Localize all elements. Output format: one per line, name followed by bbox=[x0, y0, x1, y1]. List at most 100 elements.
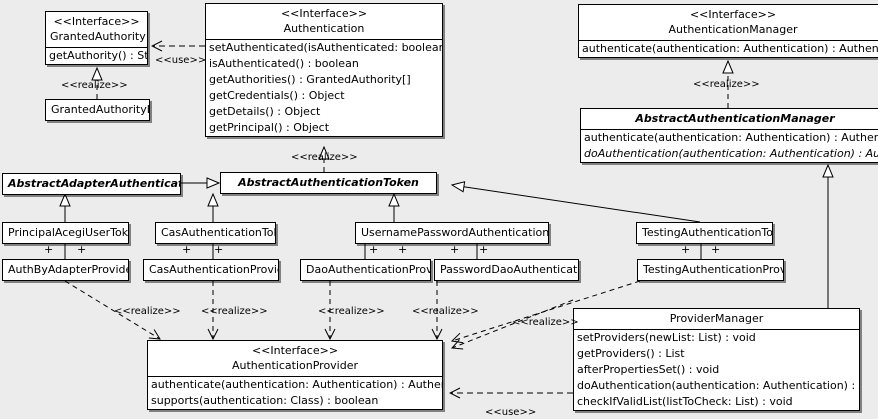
class-header: <<Interface>> GrantedAuthority bbox=[46, 12, 147, 47]
class-password-dao-authentication-provider[interactable]: PasswordDaoAuthenticationProvider bbox=[434, 259, 579, 281]
class-header: AbstractAuthenticationToken bbox=[221, 173, 436, 193]
class-name: DaoAuthenticationProvider bbox=[306, 263, 431, 276]
divider bbox=[148, 376, 442, 377]
association-plus: + bbox=[214, 243, 224, 256]
association-plus: + bbox=[369, 243, 379, 256]
operation: afterPropertiesSet() : void bbox=[577, 363, 720, 376]
class-name: AbstractAdapterAuthenticationToken bbox=[8, 177, 180, 190]
association-plus: + bbox=[398, 243, 408, 256]
divider bbox=[46, 47, 147, 48]
class-header: <<Interface>> AuthenticationProvider bbox=[148, 341, 442, 376]
class-header: PasswordDaoAuthenticationProvider bbox=[435, 260, 578, 280]
class-name: Authentication bbox=[283, 22, 365, 35]
operation: isAuthenticated() : boolean bbox=[209, 57, 359, 70]
stereotype-interface: <<Interface>> bbox=[53, 15, 140, 28]
class-username-password-authentication-token[interactable]: UsernamePasswordAuthenticationToken bbox=[355, 222, 549, 244]
class-header: AuthByAdapterProvider bbox=[3, 260, 128, 280]
stereotype-interface: <<Interface>> bbox=[280, 7, 368, 20]
stereotype-interface: <<Interface>> bbox=[251, 344, 339, 357]
operations-compartment: setProviders(newList: List) : void getPr… bbox=[574, 330, 859, 410]
edge-label-realize-dao-provider: <<realize>> bbox=[318, 306, 385, 317]
class-dao-authentication-provider[interactable]: DaoAuthenticationProvider bbox=[300, 259, 431, 281]
class-abstract-adapter-authentication-token[interactable]: AbstractAdapterAuthenticationToken bbox=[2, 173, 181, 195]
class-name: UsernamePasswordAuthenticationToken bbox=[361, 226, 549, 239]
class-name: AuthenticationProvider bbox=[231, 359, 359, 372]
edge-label-realize-granted-authority-impl: <<realize>> bbox=[61, 80, 128, 91]
operation: getPrincipal() : Object bbox=[209, 121, 330, 134]
operation: doAuthentication(authentication: Authent… bbox=[577, 379, 859, 392]
operation: getDetails() : Object bbox=[209, 105, 321, 118]
edge-label-realize-password-dao-provider: <<realize>> bbox=[412, 306, 479, 317]
operation: checkIfValidList(listToCheck: List) : vo… bbox=[577, 395, 793, 408]
edge-label-realize-cas-provider: <<realize>> bbox=[201, 306, 268, 317]
operations-compartment: authenticate(authentication: Authenticat… bbox=[579, 41, 878, 57]
class-header: GrantedAuthorityImpl bbox=[46, 100, 149, 120]
class-auth-by-adapter-provider[interactable]: AuthByAdapterProvider bbox=[2, 259, 129, 281]
class-name: PrincipalAcegiUserToken bbox=[8, 226, 129, 239]
class-cas-authentication-token[interactable]: CasAuthenticationToken bbox=[155, 222, 276, 244]
association-plus: + bbox=[77, 243, 87, 256]
class-header: ProviderManager bbox=[574, 309, 859, 329]
association-plus: + bbox=[479, 243, 489, 256]
class-authentication-manager[interactable]: <<Interface>> AuthenticationManager auth… bbox=[578, 4, 878, 58]
class-name: AbstractAuthenticationManager bbox=[635, 112, 835, 125]
class-abstract-authentication-token[interactable]: AbstractAuthenticationToken bbox=[220, 172, 437, 194]
operation: setAuthenticated(isAuthenticated: boolea… bbox=[209, 41, 442, 54]
edge-label-use-granted-authority: <<use>> bbox=[155, 55, 207, 66]
operations-compartment: setAuthenticated(isAuthenticated: boolea… bbox=[206, 40, 442, 136]
divider bbox=[579, 40, 878, 41]
operation: doAuthentication(authentication: Authent… bbox=[584, 147, 878, 160]
operation: authenticate(authentication: Authenticat… bbox=[582, 42, 878, 55]
edge-label-realize-provider-manager: <<realize>> bbox=[512, 317, 579, 328]
class-name: TestingAuthenticationProvider bbox=[643, 263, 784, 276]
class-name: GrantedAuthority bbox=[50, 30, 146, 43]
class-name: AuthByAdapterProvider bbox=[8, 263, 129, 276]
divider bbox=[574, 329, 859, 330]
class-header: PrincipalAcegiUserToken bbox=[3, 223, 128, 243]
class-provider-manager[interactable]: ProviderManager setProviders(newList: Li… bbox=[573, 308, 860, 411]
operations-compartment: authenticate(authentication: Authenticat… bbox=[581, 130, 878, 162]
operation: setProviders(newList: List) : void bbox=[577, 331, 756, 344]
class-name: GrantedAuthorityImpl bbox=[51, 103, 150, 116]
operation: authenticate(authentication: Authenticat… bbox=[151, 378, 442, 391]
class-header: <<Interface>> AuthenticationManager bbox=[579, 5, 878, 40]
operation: getProviders() : List bbox=[577, 347, 685, 360]
divider bbox=[206, 39, 442, 40]
class-header: TestingAuthenticationProvider bbox=[638, 260, 783, 280]
edge-label-realize-authentication-token: <<realize>> bbox=[291, 152, 358, 163]
association-plus: + bbox=[681, 243, 691, 256]
class-authentication-provider[interactable]: <<Interface>> AuthenticationProvider aut… bbox=[147, 340, 443, 410]
class-name: ProviderManager bbox=[669, 312, 764, 325]
association-plus: + bbox=[711, 243, 721, 256]
class-header: CasAuthenticationToken bbox=[156, 223, 275, 243]
operation: getAuthorities() : GrantedAuthority[] bbox=[209, 73, 411, 86]
operation: supports(authentication: Class) : boolea… bbox=[151, 394, 379, 407]
class-testing-authentication-provider[interactable]: TestingAuthenticationProvider bbox=[637, 259, 784, 281]
class-name: TestingAuthenticationToken bbox=[642, 226, 773, 239]
class-testing-authentication-token[interactable]: TestingAuthenticationToken bbox=[636, 222, 773, 244]
operation: getAuthority() : String bbox=[49, 49, 147, 62]
class-cas-authentication-provider[interactable]: CasAuthenticationProvider bbox=[143, 259, 279, 281]
operations-compartment: getAuthority() : String bbox=[46, 48, 147, 64]
class-authentication[interactable]: <<Interface>> Authentication setAuthenti… bbox=[205, 3, 443, 137]
class-name: AuthenticationManager bbox=[668, 23, 798, 36]
edge-label-realize-authentication-manager: <<realize>> bbox=[693, 79, 760, 90]
class-header: CasAuthenticationProvider bbox=[144, 260, 278, 280]
class-name: AbstractAuthenticationToken bbox=[238, 176, 419, 189]
stereotype-interface: <<Interface>> bbox=[689, 8, 777, 21]
class-name: CasAuthenticationProvider bbox=[149, 263, 278, 276]
class-abstract-authentication-manager[interactable]: AbstractAuthenticationManager authentica… bbox=[580, 108, 878, 163]
operation: authenticate(authentication: Authenticat… bbox=[584, 131, 878, 144]
edge-label-use-provider-manager: <<use>> bbox=[485, 407, 537, 418]
edge-label-realize-auth-by-adapter: <<realize>> bbox=[114, 306, 181, 317]
class-principal-acegi-user-token[interactable]: PrincipalAcegiUserToken bbox=[2, 222, 129, 244]
class-granted-authority[interactable]: <<Interface>> GrantedAuthority getAuthor… bbox=[45, 11, 148, 65]
class-header: <<Interface>> Authentication bbox=[206, 4, 442, 39]
class-header: AbstractAdapterAuthenticationToken bbox=[3, 174, 180, 194]
divider bbox=[581, 129, 878, 130]
association-plus: + bbox=[44, 243, 54, 256]
class-header: TestingAuthenticationToken bbox=[637, 223, 772, 243]
class-name: PasswordDaoAuthenticationProvider bbox=[440, 263, 578, 276]
class-granted-authority-impl[interactable]: GrantedAuthorityImpl bbox=[45, 99, 150, 121]
